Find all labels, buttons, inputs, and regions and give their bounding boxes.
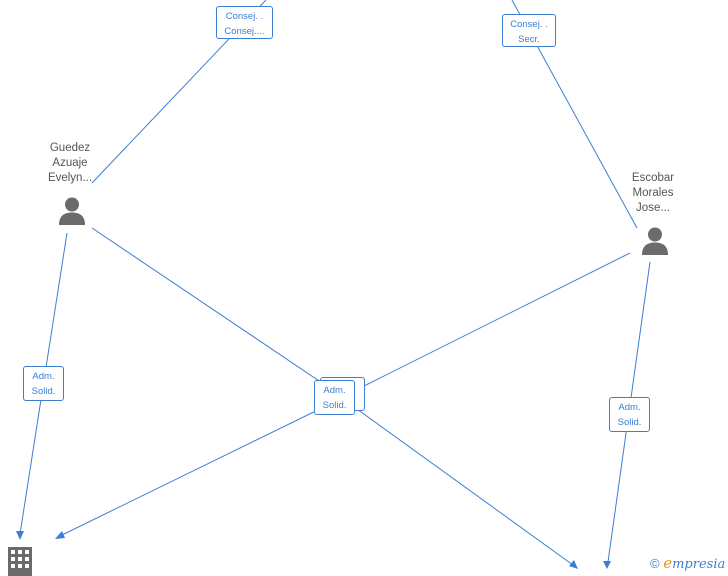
edge-label-top-right-line-2: Secr. [518,34,540,45]
person-name-guedez-line-1: Guedez [49,142,91,154]
person-icon[interactable] [641,226,669,256]
edge-label-right-line-1: Adm. [618,402,641,413]
arrowhead-bottom-left [55,531,65,539]
edge-label-top-right-line-1: Consej. . [510,19,548,30]
copyright-symbol: © [650,556,660,571]
person-icon[interactable] [58,196,86,226]
person-name-escobar-line-2: Morales [632,187,674,199]
building-icon[interactable] [7,546,33,576]
edge-label-center-line-2: Solid. [322,400,347,411]
edge-label-left[interactable]: Adm. Solid. [23,366,64,401]
brand-watermark: © empresia [650,554,725,572]
brand-logo-first-letter: e [663,554,673,572]
edge-center-to-bottom-right [349,403,574,566]
edge-label-left-line-2: Solid. [31,386,56,397]
edge-center-to-bottom-left [59,403,331,537]
edge-label-right-line-2: Solid. [617,417,642,428]
brand-logo-rest: mpresia [672,557,726,572]
edge-label-top-left[interactable]: Consej. . Consej.... [216,6,273,39]
edge-escobar-to-center [349,252,631,394]
person-name-escobar-line-3: Jose... [636,202,670,214]
person-name-guedez-line-3: Evelyn... [47,172,93,184]
arrowhead-bottom-right-1 [569,560,578,569]
edge-label-top-left-line-1: Consej. . [225,11,264,22]
arrowhead-bottom-right-2 [603,561,611,569]
person-name-escobar[interactable]: Escobar Morales Jose... [613,171,693,216]
edge-label-center-line-1: Adm. [323,385,346,396]
edge-label-left-line-1: Adm. [32,371,55,382]
edge-label-top-left-line-2: Consej.... [224,26,265,37]
edge-label-right[interactable]: Adm. Solid. [609,397,650,432]
person-name-escobar-line-1: Escobar [631,172,675,184]
arrowhead-company [16,531,24,540]
person-name-guedez-line-2: Azuaje [52,157,88,169]
edge-label-center[interactable]: Adm. Solid. [314,380,355,415]
edge-label-top-right[interactable]: Consej. . Secr. [502,14,556,47]
edge-guedez-to-center [91,227,341,396]
person-name-guedez[interactable]: Guedez Azuaje Evelyn... [30,141,110,186]
